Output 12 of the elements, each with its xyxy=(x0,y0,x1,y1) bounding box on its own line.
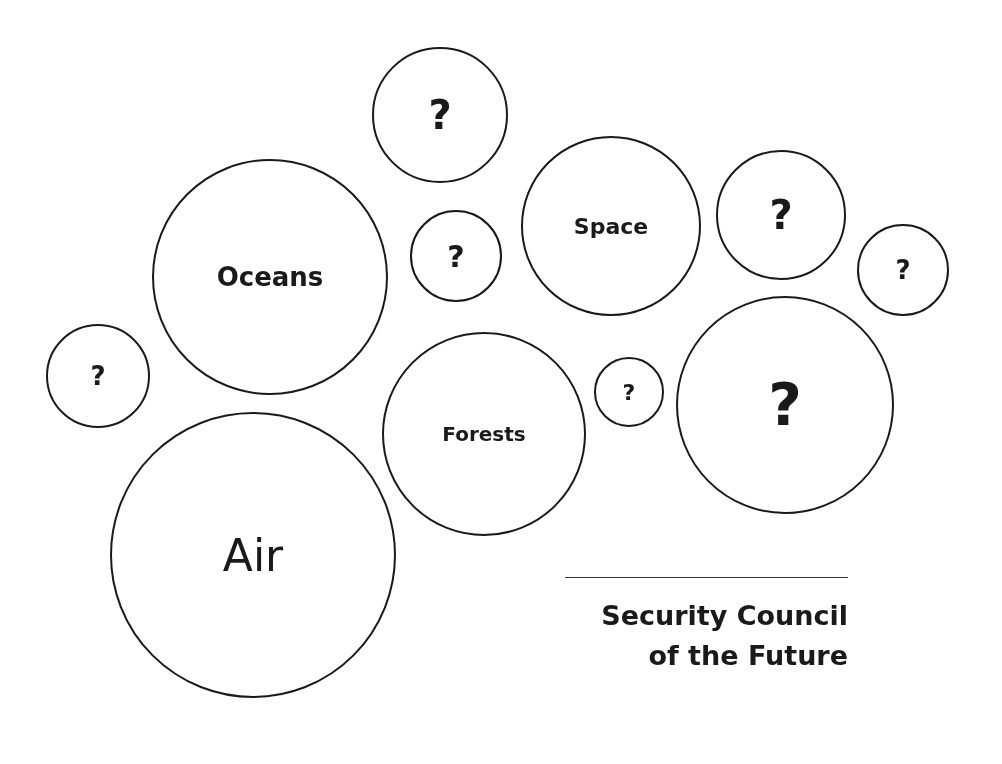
node-label: ? xyxy=(622,379,636,405)
node-label: ? xyxy=(895,255,911,285)
node-label: Space xyxy=(573,213,649,239)
node-label: Oceans xyxy=(216,262,324,292)
node-label: ? xyxy=(447,238,465,274)
node-label: ? xyxy=(769,192,793,238)
node-label: ? xyxy=(90,361,106,391)
node-label: Forests xyxy=(442,422,526,446)
node-label: Air xyxy=(222,529,284,581)
node-label: ? xyxy=(768,371,802,439)
title-text: Security Council of the Future xyxy=(600,599,848,673)
node-label: ? xyxy=(428,92,452,138)
